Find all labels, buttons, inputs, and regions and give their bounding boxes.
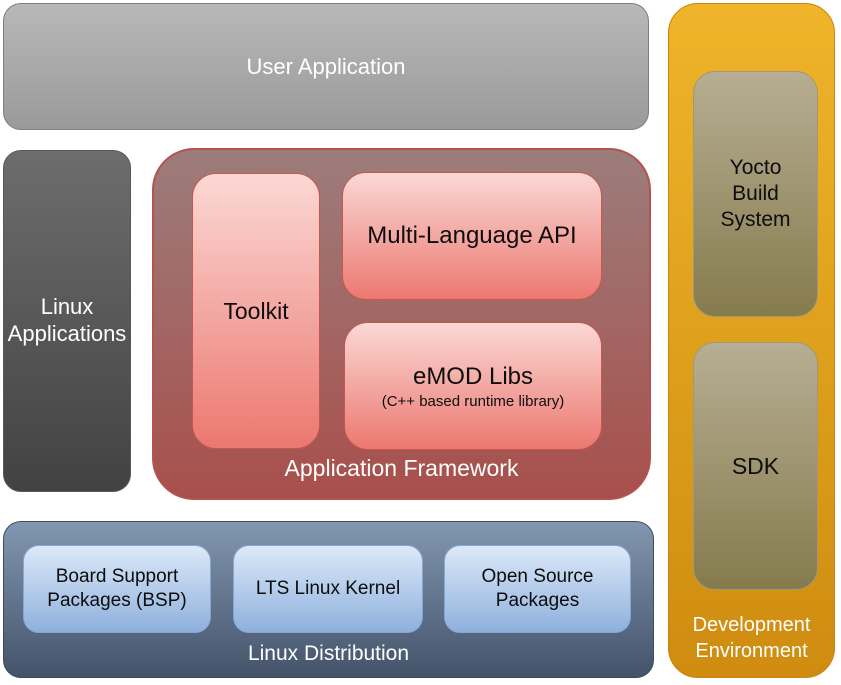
multi-language-api-label: Multi-Language API (367, 222, 577, 249)
lts-linux-kernel-label: LTS Linux Kernel (255, 578, 401, 600)
linux-applications-label: Linux Applications (7, 294, 127, 346)
emod-libs-label: eMOD Libs (412, 362, 534, 390)
toolkit-block: Toolkit (192, 173, 320, 449)
multi-language-api-block: Multi-Language API (342, 172, 602, 300)
open-source-packages-label: Open Source Packages (481, 566, 594, 611)
open-source-packages-block: Open Source Packages (444, 545, 631, 633)
yocto-build-system-block: Yocto Build System (693, 71, 818, 317)
lts-linux-kernel-block: LTS Linux Kernel (233, 545, 423, 633)
toolkit-label: Toolkit (223, 297, 289, 324)
board-support-packages-label: Board Support Packages (BSP) (47, 566, 187, 611)
emod-libs-block: eMOD Libs (C++ based runtime library) (344, 322, 602, 450)
board-support-packages-block: Board Support Packages (BSP) (23, 545, 211, 633)
yocto-build-system-label: Yocto Build System (720, 155, 791, 232)
sdk-label: SDK (731, 452, 780, 479)
application-framework-label: Application Framework (284, 455, 519, 481)
user-application-label: User Application (246, 53, 406, 79)
linux-distribution-container: Board Support Packages (BSP) LTS Linux K… (3, 521, 654, 678)
development-environment-container: Yocto Build System SDK Development Envir… (668, 3, 835, 678)
user-application-block: User Application (3, 3, 649, 130)
application-framework-container: Toolkit Multi-Language API eMOD Libs (C+… (152, 148, 651, 500)
development-environment-label: Development Environment (692, 614, 811, 662)
linux-applications-block: Linux Applications (3, 150, 131, 492)
sdk-block: SDK (693, 342, 818, 590)
linux-distribution-label: Linux Distribution (247, 642, 410, 665)
emod-libs-sublabel: (C++ based runtime library) (381, 392, 565, 410)
